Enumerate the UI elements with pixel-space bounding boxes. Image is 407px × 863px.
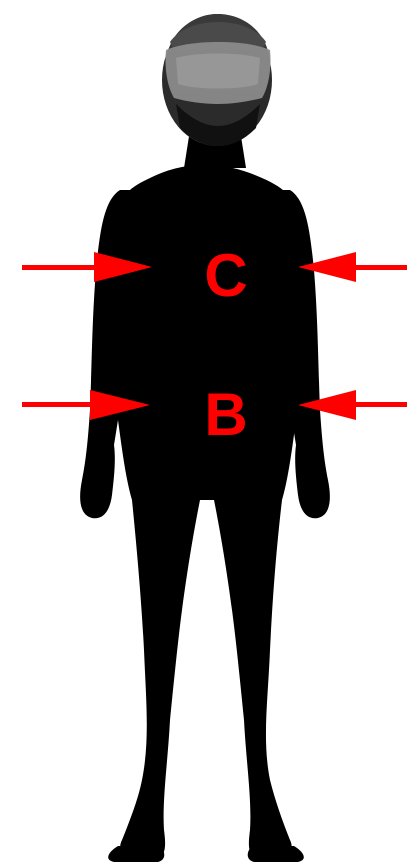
rider-silhouette-icon [80, 130, 330, 862]
motorcycle-helmet-icon [162, 14, 272, 146]
waist-marker-label: B [204, 381, 247, 448]
chest-marker-label: C [204, 242, 247, 309]
